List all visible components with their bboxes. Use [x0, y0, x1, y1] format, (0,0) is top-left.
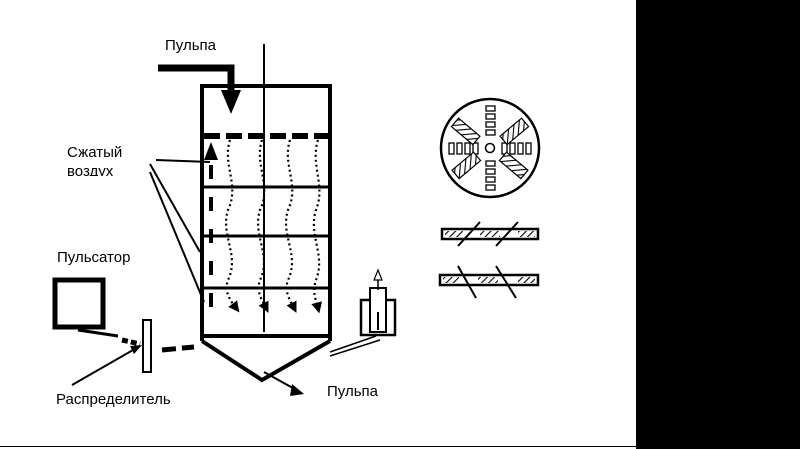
- bottom-rule: [0, 446, 636, 447]
- air-label-clipped: воздух: [67, 163, 114, 176]
- deck-section-1: [440, 221, 540, 247]
- pulp-outlet-arrow: [263, 371, 304, 396]
- flow-lines: [224, 139, 323, 314]
- pulp-feed-pipe: [158, 64, 241, 114]
- deck-plate-top-view: [439, 97, 541, 199]
- air-pipe: [204, 142, 218, 315]
- distributor-pointer: [71, 345, 141, 386]
- pulsator-box: [52, 277, 106, 330]
- pulp-inlet-label: Пульпа: [165, 37, 216, 54]
- air-pointer-lines: [149, 159, 211, 303]
- distributor-label: Распределитель: [56, 391, 171, 408]
- column-decks: [204, 185, 328, 290]
- distributor-bar: [142, 319, 152, 373]
- right-black-panel: [636, 0, 800, 449]
- level-sensor: [329, 268, 397, 357]
- pulsator-label: Пульсатор: [57, 249, 131, 266]
- column-body: [200, 84, 332, 341]
- compressed-air-label: Сжатый: [67, 144, 123, 161]
- distributor-links: [121, 337, 195, 353]
- pulsator-link: [77, 328, 119, 338]
- pulp-outlet-label: Пульпа: [327, 383, 378, 400]
- deck-section-2: [438, 265, 540, 299]
- cone-bottom: [200, 339, 331, 383]
